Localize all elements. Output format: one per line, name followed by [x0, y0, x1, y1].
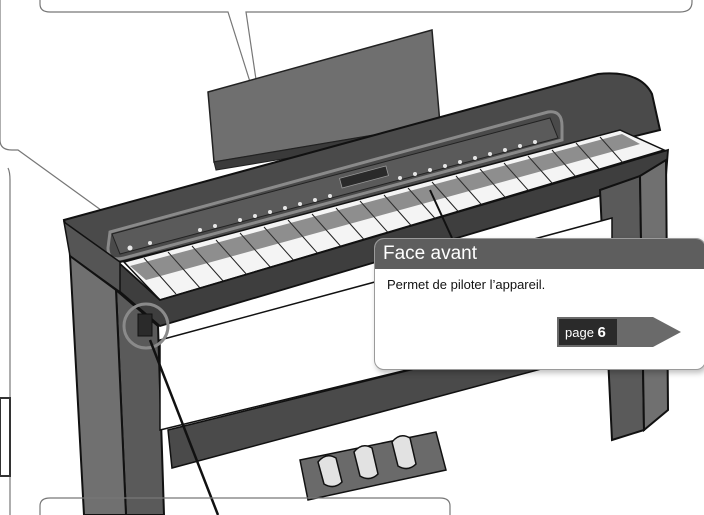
- bottom-callout-frame: [39, 497, 451, 515]
- headphone-jack-highlight: [122, 302, 170, 350]
- page-arrow-icon: [557, 317, 681, 347]
- control-panel-strip: [111, 117, 559, 255]
- page-label: page: [565, 325, 594, 340]
- headphone-jack: [137, 313, 153, 337]
- page-number: 6: [597, 324, 606, 341]
- left-callout-frame: [0, 0, 113, 219]
- page-reference-arrow[interactable]: page 6: [557, 315, 681, 349]
- page-reference-text: page 6: [565, 324, 606, 341]
- pedals: [317, 435, 417, 488]
- keyboard-black-keys-band: [130, 134, 640, 280]
- left-callout-frame-2: [7, 167, 11, 515]
- left-end-cap: [62, 220, 121, 294]
- display-screen: [339, 165, 389, 189]
- callout-description: Permet de piloter l’appareil.: [387, 277, 546, 292]
- left-back-leg: [68, 253, 128, 515]
- left-edge-panel: [0, 397, 11, 477]
- headphone-leader-line: [148, 339, 220, 515]
- callout-title: Face avant: [375, 239, 704, 269]
- panel-buttons: [127, 140, 537, 251]
- front-panel-leader-line: [429, 189, 453, 239]
- front-panel-callout: Face avant Permet de piloter l’appareil.…: [374, 238, 704, 370]
